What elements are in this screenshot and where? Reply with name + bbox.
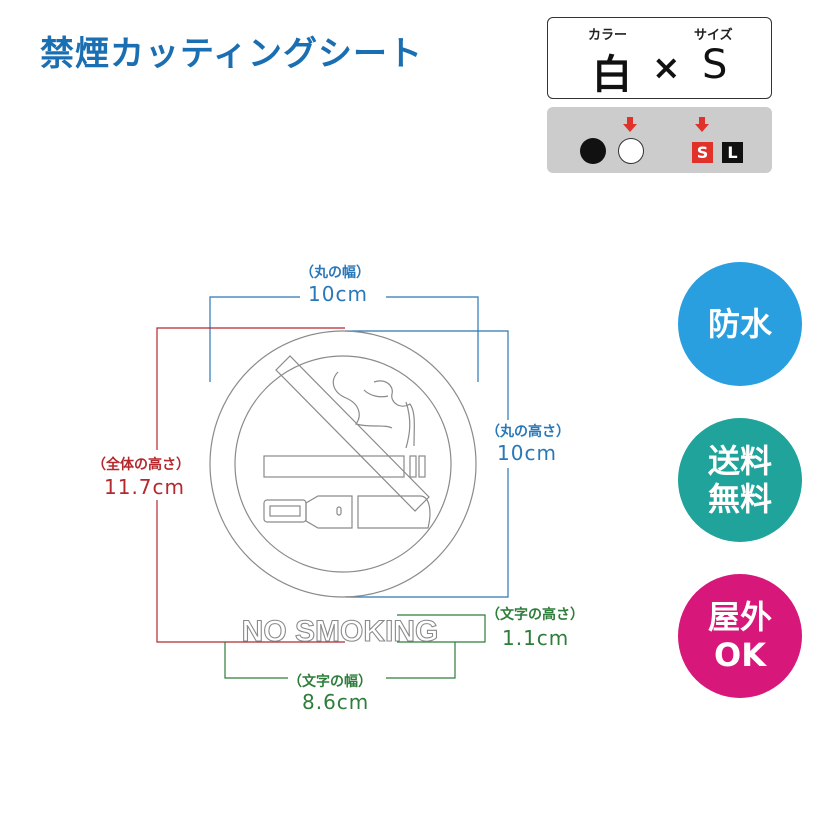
badge-free-shipping: 送料 無料: [678, 418, 802, 542]
badge-outdoor-ok-line2: OK: [714, 636, 766, 674]
badge-free-shipping-line1: 送料: [707, 442, 772, 480]
size-label: サイズ: [694, 28, 733, 43]
color-label: カラー: [588, 28, 628, 43]
total-height-value: 11.7cm: [104, 475, 186, 499]
circle-height-line-top: [345, 330, 509, 420]
color-arrow-icon: [623, 117, 637, 132]
sign-slash-icon: [275, 355, 430, 512]
text-width-line-right: [386, 642, 456, 679]
circle-height-line-bottom: [345, 468, 509, 598]
spec-box: カラー サイズ 白 × S: [547, 17, 772, 99]
size-value: S: [702, 42, 728, 88]
circle-width-value: 10cm: [308, 282, 368, 306]
total-height-label: （全体の高さ）: [92, 457, 190, 473]
sign-inner-ring-icon: [234, 355, 452, 573]
color-option-black[interactable]: [580, 138, 606, 164]
circle-width-line-right: [386, 296, 479, 382]
cigarette-icon: [263, 455, 405, 478]
text-width-value: 8.6cm: [302, 690, 370, 714]
badge-outdoor-ok: 屋外 OK: [678, 574, 802, 698]
size-arrow-icon: [695, 117, 709, 132]
text-height-label: （文字の高さ）: [486, 607, 584, 623]
circle-height-label: （丸の高さ）: [486, 424, 570, 440]
circle-width-line-left: [209, 296, 300, 382]
badge-waterproof: 防水: [678, 262, 802, 386]
circle-width-label: （丸の幅）: [300, 265, 370, 281]
color-value: 白: [592, 52, 632, 98]
text-height-line: [397, 614, 486, 643]
size-option-l[interactable]: L: [722, 142, 743, 163]
sign-outer-ring-icon: [209, 330, 477, 598]
badge-waterproof-line1: 防水: [707, 305, 772, 343]
times-sign: ×: [652, 48, 681, 88]
text-width-line-left: [224, 642, 288, 679]
page-title: 禁煙カッティングシート: [40, 34, 423, 74]
total-height-line-top: [156, 327, 345, 450]
smoke-icon: [332, 371, 393, 429]
text-width-label: （文字の幅）: [288, 674, 372, 690]
choice-box: S L: [547, 107, 772, 173]
text-height-value: 1.1cm: [502, 626, 570, 650]
circle-height-value: 10cm: [497, 441, 557, 465]
size-option-s[interactable]: S: [692, 142, 713, 163]
badge-outdoor-ok-line1: 屋外: [707, 598, 772, 636]
badge-free-shipping-line2: 無料: [707, 480, 772, 518]
sign-text: NO SMOKING: [242, 615, 439, 648]
color-option-white[interactable]: [618, 138, 644, 164]
total-height-line-bottom: [156, 500, 345, 643]
